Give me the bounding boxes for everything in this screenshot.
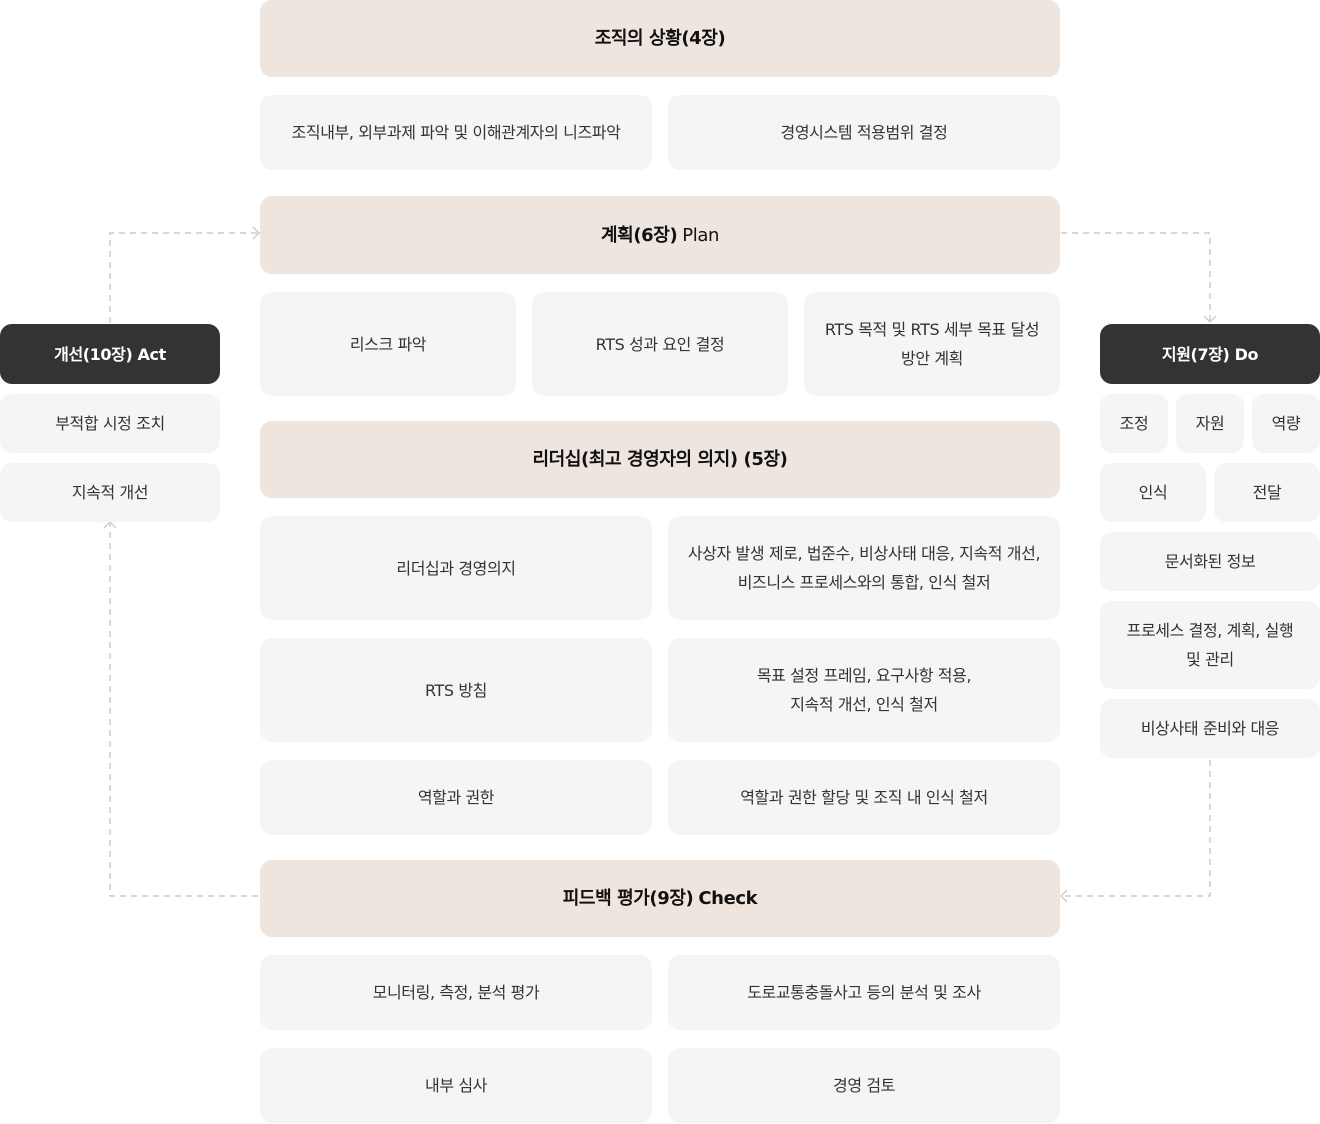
plan-title: 계획(6장) [601, 224, 678, 246]
leadership-row1-label: 리더십과 경영의지 [260, 516, 652, 620]
leadership-row2-label: RTS 방침 [260, 638, 652, 742]
plan-title-en: Plan [682, 224, 719, 246]
do-to-check-connector [1062, 760, 1211, 897]
plan-item-objectives: RTS 목적 및 RTS 세부 목표 달성 방안 계획 [804, 292, 1060, 396]
check-item-investigation: 도로교통충돌사고 등의 분석 및 조사 [668, 955, 1060, 1030]
context-item-scope: 경영시스템 적용범위 결정 [668, 95, 1060, 170]
do-item-coordination: 조정 [1100, 394, 1168, 453]
leadership-row3-detail: 역할과 권한 할당 및 조직 내 인식 철저 [668, 760, 1060, 835]
check-to-act-connector [109, 524, 258, 897]
context-item-needs: 조직내부, 외부과제 파악 및 이해관계자의 니즈파악 [260, 95, 652, 170]
act-item-continual-improvement: 지속적 개선 [0, 463, 220, 522]
do-item-resources: 자원 [1176, 394, 1244, 453]
do-item-process: 프로세스 결정, 계획, 실행 및 관리 [1100, 601, 1320, 689]
leadership-title: 리더십(최고 경영자의 의지) (5장) [532, 449, 788, 470]
leadership-row3-label: 역할과 권한 [260, 760, 652, 835]
act-to-plan-connector [109, 232, 258, 323]
act-item-corrective-action: 부적합 시정 조치 [0, 394, 220, 453]
leadership-row2-detail: 목표 설정 프레임, 요구사항 적용, 지속적 개선, 인식 철저 [668, 638, 1060, 742]
arrowhead-right-icon [252, 226, 261, 240]
arrowhead-up-icon [103, 520, 117, 529]
do-item-communication: 전달 [1214, 463, 1320, 522]
context-header: 조직의 상황(4장) [260, 0, 1060, 77]
do-item-awareness: 인식 [1100, 463, 1206, 522]
check-item-internal-audit: 내부 심사 [260, 1048, 652, 1123]
leadership-row1-detail: 사상자 발생 제로, 법준수, 비상사태 대응, 지속적 개선, 비즈니스 프로… [668, 516, 1060, 620]
act-header: 개선(10장) Act [0, 324, 220, 384]
arrowhead-down-icon [1203, 315, 1217, 324]
do-header: 지원(7장) Do [1100, 324, 1320, 384]
plan-to-do-connector [1061, 232, 1211, 322]
plan-item-risk: 리스크 파악 [260, 292, 516, 396]
do-item-documented-info: 문서화된 정보 [1100, 532, 1320, 591]
do-item-emergency: 비상사태 준비와 대응 [1100, 699, 1320, 758]
plan-item-performance: RTS 성과 요인 결정 [532, 292, 788, 396]
plan-header: 계획(6장)Plan [260, 196, 1060, 274]
check-item-management-review: 경영 검토 [668, 1048, 1060, 1123]
check-title-en: Check [698, 888, 758, 909]
leadership-header: 리더십(최고 경영자의 의지) (5장) [260, 421, 1060, 498]
do-item-competence: 역량 [1252, 394, 1320, 453]
context-title: 조직의 상황(4장) [594, 28, 726, 49]
check-title: 피드백 평가(9장) [562, 888, 694, 909]
check-header: 피드백 평가(9장)Check [260, 860, 1060, 937]
arrowhead-left-icon [1059, 889, 1068, 903]
check-item-monitoring: 모니터링, 측정, 분석 평가 [260, 955, 652, 1030]
